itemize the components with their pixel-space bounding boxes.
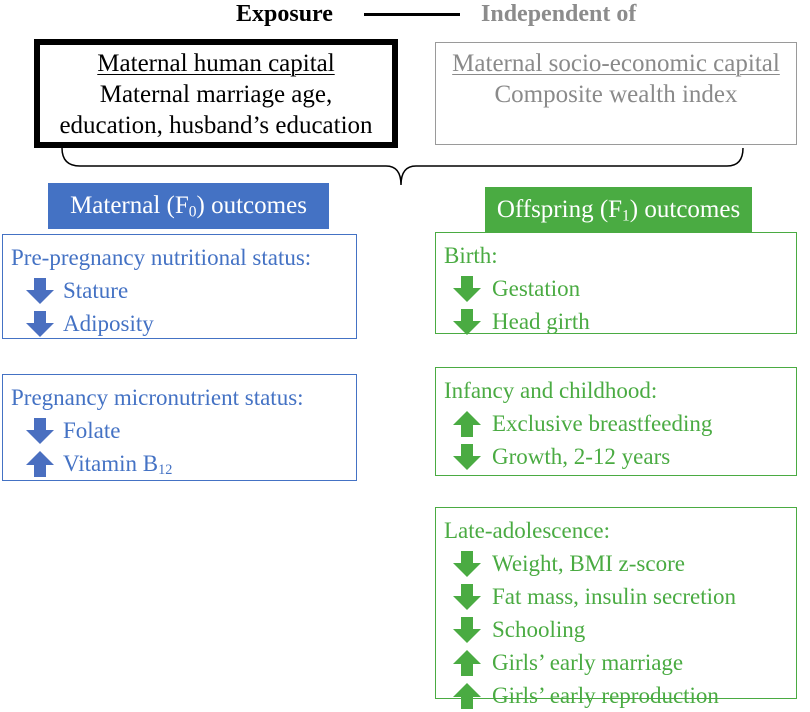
outcome-item: Girls’ early reproduction xyxy=(444,679,788,712)
outcome-item: Stature xyxy=(11,274,348,307)
down-arrow-icon xyxy=(453,443,481,470)
outcome-item: Gestation xyxy=(444,272,788,305)
down-arrow-icon xyxy=(453,550,481,577)
pre-pregnancy-box: Pre-pregnancy nutritional status: Statur… xyxy=(2,234,357,339)
outcome-item: Schooling xyxy=(444,613,788,646)
outcome-item: Exclusive breastfeeding xyxy=(444,407,788,440)
down-arrow-icon xyxy=(26,310,54,337)
down-arrow-icon xyxy=(26,417,54,444)
exposure-connector-line xyxy=(364,13,460,16)
group-title: Infancy and childhood: xyxy=(444,378,658,403)
outcome-item: Head girth xyxy=(444,305,788,338)
socio-capital-title: Maternal socio-economic capital xyxy=(452,50,780,77)
infancy-box: Infancy and childhood: Exclusive breastf… xyxy=(435,367,797,476)
outcome-item: Adiposity xyxy=(11,307,348,340)
up-arrow-icon xyxy=(453,682,481,709)
socio-capital-line-1: Composite wealth index xyxy=(494,81,738,108)
outcome-item: Girls’ early marriage xyxy=(444,646,788,679)
group-title: Pre-pregnancy nutritional status: xyxy=(11,245,312,270)
outcome-item: Vitamin B12 xyxy=(11,447,348,480)
human-capital-line-1: Maternal marriage age, xyxy=(99,81,333,108)
birth-box: Birth: Gestation Head girth xyxy=(435,232,797,335)
group-title: Birth: xyxy=(444,243,498,268)
up-arrow-icon xyxy=(26,450,54,477)
down-arrow-icon xyxy=(453,275,481,302)
maternal-outcomes-header: Maternal (F0) outcomes xyxy=(48,183,329,229)
down-arrow-icon xyxy=(26,277,54,304)
outcome-item: Growth, 2-12 years xyxy=(444,440,788,473)
outcome-item: Weight, BMI z-score xyxy=(444,547,788,580)
human-capital-box: Maternal human capital Maternal marriage… xyxy=(34,39,398,148)
down-arrow-icon xyxy=(453,308,481,335)
group-title: Late-adolescence: xyxy=(444,518,610,543)
outcome-item: Fat mass, insulin secretion xyxy=(444,580,788,613)
exposure-label: Exposure xyxy=(236,1,333,27)
late-adolescence-box: Late-adolescence: Weight, BMI z-score Fa… xyxy=(435,507,797,709)
human-capital-line-2: education, husband’s education xyxy=(59,112,373,139)
offspring-outcomes-header: Offspring (F1) outcomes xyxy=(485,187,752,232)
socio-capital-box: Maternal socio-economic capital Composit… xyxy=(435,42,797,145)
micronutrient-box: Pregnancy micronutrient status: Folate V… xyxy=(2,374,357,481)
group-title: Pregnancy micronutrient status: xyxy=(11,385,304,410)
up-arrow-icon xyxy=(453,410,481,437)
outcome-item: Folate xyxy=(11,414,348,447)
down-arrow-icon xyxy=(453,616,481,643)
human-capital-title: Maternal human capital xyxy=(97,50,335,77)
down-arrow-icon xyxy=(453,583,481,610)
up-arrow-icon xyxy=(453,649,481,676)
independent-of-label: Independent of xyxy=(481,1,637,27)
